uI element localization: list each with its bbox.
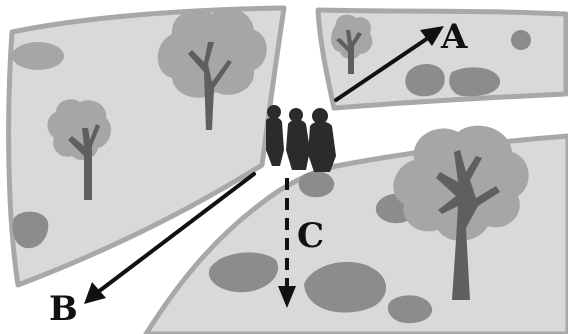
- tree: [47, 99, 112, 200]
- rock: [12, 42, 64, 70]
- arrow-c: [278, 178, 296, 308]
- grass-top-right: [315, 7, 568, 111]
- figure: [266, 105, 284, 166]
- rock: [449, 67, 501, 97]
- tree: [393, 125, 529, 300]
- tree: [157, 8, 267, 130]
- tree: [331, 14, 373, 74]
- figure: [286, 108, 310, 170]
- arrow-a: [334, 26, 444, 102]
- rock: [511, 30, 531, 50]
- rock: [298, 171, 335, 198]
- arrow-b: [84, 172, 256, 304]
- destination-label-c: C: [297, 216, 325, 256]
- rock: [208, 252, 279, 293]
- rock: [304, 261, 387, 313]
- rock: [12, 211, 49, 249]
- rock: [405, 63, 445, 97]
- destination-label-b: B: [49, 289, 78, 329]
- figure: [308, 108, 336, 172]
- destination-label-a: A: [441, 17, 468, 57]
- rock: [387, 295, 433, 324]
